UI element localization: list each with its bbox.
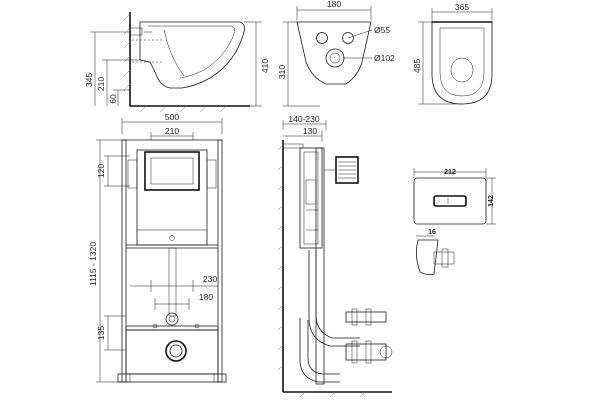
side-dim-210: 210: [96, 77, 106, 91]
side-frame-dim-130: 130: [303, 126, 317, 136]
front-dim-d55: Ø55: [374, 25, 390, 35]
side-frame-dim-depth-range: 140-230: [288, 114, 319, 124]
frame-dim-height-range: 1115 - 1320: [88, 242, 98, 286]
frame-side-view: 140-230 130: [277, 114, 393, 398]
side-dim-60: 60: [108, 94, 118, 104]
side-dim-410: 410: [260, 59, 270, 73]
top-view: 365 485: [412, 2, 493, 105]
frame-dim-210: 210: [165, 126, 179, 136]
frame-dim-120: 120: [96, 164, 106, 178]
side-dim-345: 345: [84, 73, 94, 87]
plate-dim-142: 142: [488, 195, 495, 207]
front-dim-310: 310: [277, 65, 287, 79]
plate-dim-16: 16: [428, 229, 436, 236]
side-view: 345 210 60 410: [84, 12, 270, 113]
frame-dim-135: 135: [96, 326, 106, 340]
top-dim-485: 485: [412, 59, 422, 73]
front-dim-180: 180: [327, 0, 341, 9]
top-dim-365: 365: [455, 2, 469, 12]
frame-dim-180: 180: [199, 292, 213, 302]
front-view: 180 Ø55 Ø102 310: [277, 0, 395, 107]
frame-dim-500: 500: [165, 112, 179, 122]
frame-dim-230: 230: [203, 274, 217, 284]
plate-dim-212: 212: [444, 169, 456, 176]
flush-plate: 212 142 16: [413, 168, 496, 276]
frame-front-view: 500 210 230: [88, 112, 227, 383]
front-dim-d102: Ø102: [374, 53, 395, 63]
